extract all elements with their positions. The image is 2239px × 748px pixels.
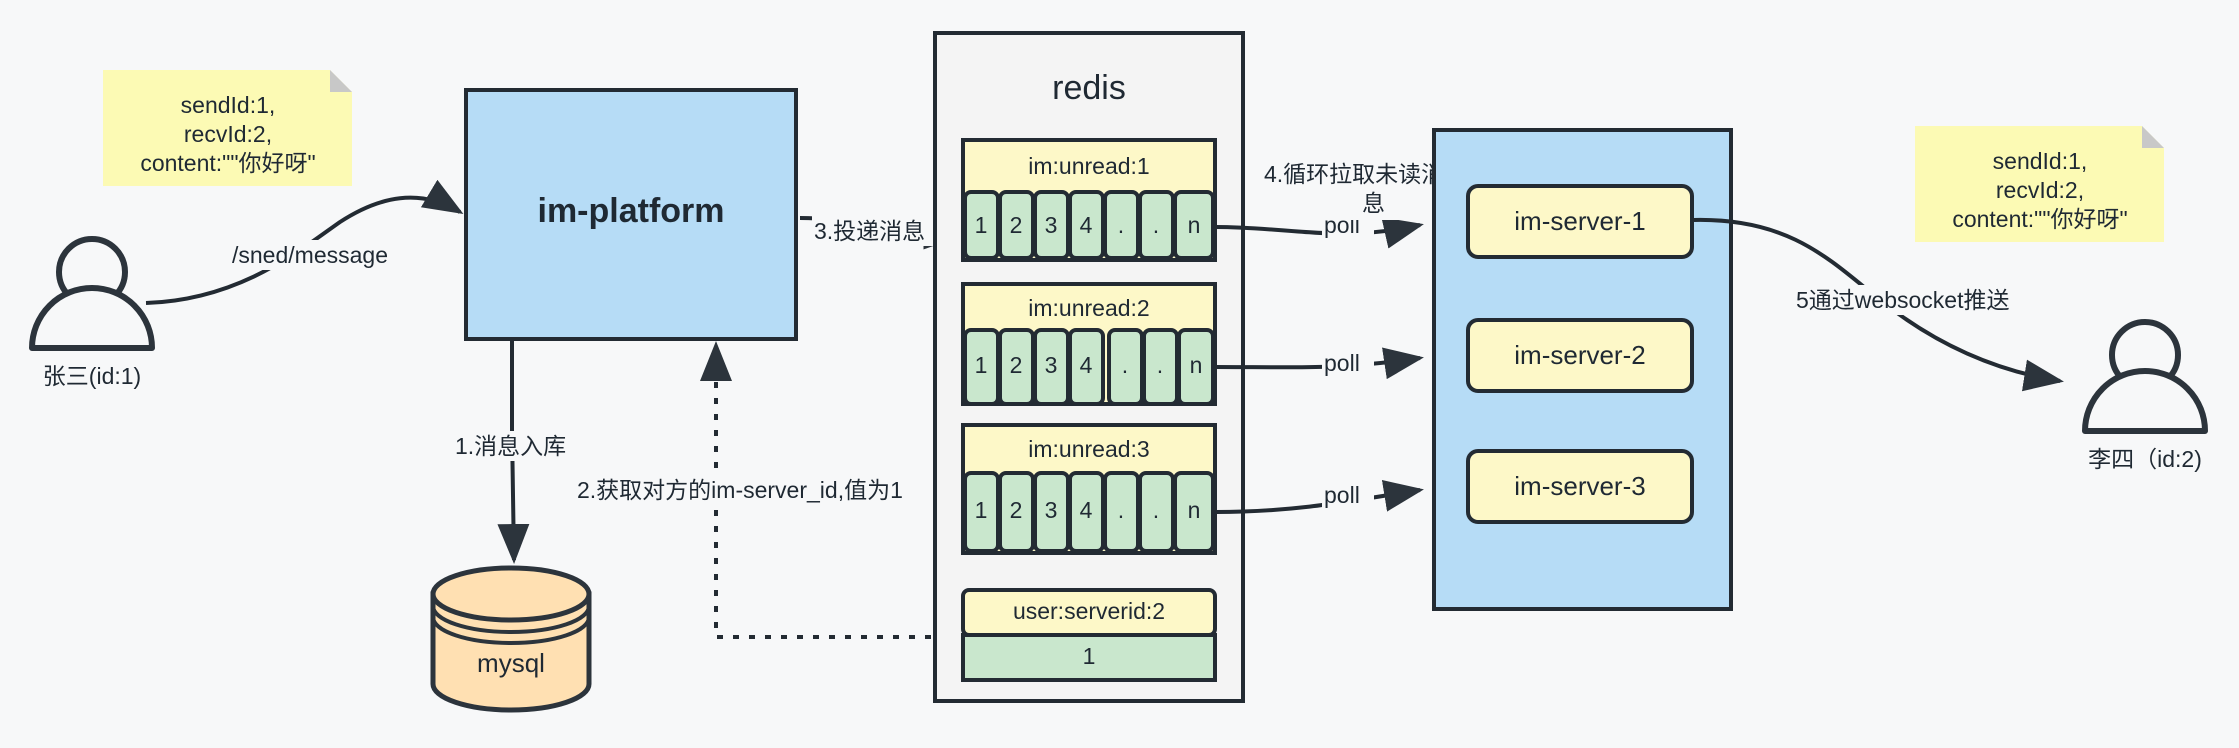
redis-cell-1-4: . bbox=[1122, 352, 1128, 378]
node-mysql[interactable]: mysql bbox=[430, 565, 592, 713]
redis-cell-0-3: 4 bbox=[1080, 212, 1093, 238]
actor-sender: 张三(id:1) bbox=[29, 236, 155, 389]
note-right-line-1: sendId:1, bbox=[1993, 148, 2088, 174]
redis-cells-1: 1 2 3 4 . . n bbox=[963, 328, 1215, 406]
redis-kv-header: user:serverid:2 bbox=[1013, 598, 1165, 624]
redis-cell-0-0: 1 bbox=[975, 212, 988, 238]
node-im-server-1[interactable]: im-server-1 bbox=[1466, 184, 1694, 259]
node-im-platform[interactable]: im-platform bbox=[464, 88, 798, 341]
redis-cell-1-5: . bbox=[1157, 352, 1163, 378]
actor-receiver: 李四（id:2) bbox=[2082, 319, 2208, 472]
edge-step3-label: 3.投递消息 bbox=[814, 218, 925, 244]
redis-cell-2-1: 2 bbox=[1010, 497, 1023, 523]
edge-poll-3-label: poll bbox=[1324, 482, 1360, 508]
node-im-server-3-label: im-server-3 bbox=[1514, 471, 1645, 501]
person-icon bbox=[29, 236, 155, 351]
edge-step2: 2.获取对方的im-server_id,值为1 bbox=[575, 341, 963, 639]
edge-poll-3: poll bbox=[1215, 479, 1424, 514]
note-left: sendId:1, recvId:2, content:""你好呀" bbox=[103, 70, 352, 186]
node-im-server-1-label: im-server-1 bbox=[1514, 206, 1645, 236]
redis-cell-0-5: . bbox=[1153, 212, 1159, 238]
actor-receiver-label: 李四（id:2) bbox=[2088, 446, 2202, 472]
redis-key-user-serverid[interactable]: user:serverid:2 1 bbox=[961, 588, 1217, 682]
redis-cell-2-0: 1 bbox=[975, 497, 988, 523]
node-im-platform-label: im-platform bbox=[538, 192, 725, 230]
node-redis-title: redis bbox=[1052, 69, 1126, 107]
redis-key-header-0: im:unread:1 bbox=[1028, 153, 1149, 179]
edge-send-message: /sned/message bbox=[145, 179, 464, 305]
edge-step4-label-line1: 4.循环拉取未读消 bbox=[1264, 161, 1444, 187]
redis-kv-value: 1 bbox=[1083, 643, 1096, 669]
note-right-line-2: recvId:2, bbox=[1996, 177, 2084, 203]
redis-cells-2: 1 2 3 4 . . n bbox=[963, 471, 1215, 553]
redis-cell-2-5: . bbox=[1153, 497, 1159, 523]
edge-step5: 5通过websocket推送 bbox=[1693, 217, 2064, 392]
note-left-line-2: recvId:2, bbox=[184, 121, 272, 147]
node-im-server-3[interactable]: im-server-3 bbox=[1466, 449, 1694, 524]
redis-cell-1-2: 3 bbox=[1045, 352, 1058, 378]
edge-step1-label: 1.消息入库 bbox=[455, 433, 566, 459]
redis-key-header-2: im:unread:3 bbox=[1028, 436, 1149, 462]
redis-key-header-1: im:unread:2 bbox=[1028, 295, 1149, 321]
redis-cell-0-1: 2 bbox=[1010, 212, 1023, 238]
edge-step5-label: 5通过websocket推送 bbox=[1796, 287, 2009, 313]
redis-key-im-unread-1[interactable]: im:unread:1 1 2 3 4 . . n bbox=[961, 138, 1217, 262]
redis-key-im-unread-3[interactable]: im:unread:3 1 2 3 4 . . n bbox=[961, 423, 1217, 555]
edge-send-message-label: /sned/message bbox=[232, 242, 388, 268]
redis-cell-2-6: n bbox=[1188, 497, 1201, 523]
node-im-server-2-label: im-server-2 bbox=[1514, 340, 1645, 370]
person-icon bbox=[2082, 319, 2208, 434]
node-im-server-2[interactable]: im-server-2 bbox=[1466, 318, 1694, 393]
node-mysql-label: mysql bbox=[477, 648, 545, 678]
redis-cell-2-2: 3 bbox=[1045, 497, 1058, 523]
edge-step1: 1.消息入库 bbox=[453, 341, 595, 564]
redis-cell-1-0: 1 bbox=[975, 352, 988, 378]
redis-cell-0-6: n bbox=[1188, 212, 1201, 238]
note-left-line-3: content:""你好呀" bbox=[140, 150, 315, 176]
note-right: sendId:1, recvId:2, content:""你好呀" bbox=[1915, 126, 2164, 242]
edge-poll-2: poll bbox=[1215, 347, 1424, 380]
redis-cell-2-4: . bbox=[1118, 497, 1124, 523]
redis-cells-0: 1 2 3 4 . . n bbox=[963, 190, 1215, 260]
note-right-line-3: content:""你好呀" bbox=[1952, 206, 2127, 232]
redis-cell-0-4: . bbox=[1118, 212, 1124, 238]
actor-sender-label: 张三(id:1) bbox=[43, 363, 141, 389]
note-left-line-1: sendId:1, bbox=[181, 92, 276, 118]
redis-cell-2-3: 4 bbox=[1080, 497, 1093, 523]
edge-poll-2-label: poll bbox=[1324, 350, 1360, 376]
redis-cell-1-6: n bbox=[1190, 352, 1203, 378]
redis-cell-0-2: 3 bbox=[1045, 212, 1058, 238]
redis-key-im-unread-2[interactable]: im:unread:2 1 2 3 4 . . n bbox=[961, 282, 1217, 406]
edge-step2-label: 2.获取对方的im-server_id,值为1 bbox=[577, 477, 903, 503]
redis-cell-1-1: 2 bbox=[1010, 352, 1023, 378]
redis-cell-1-3: 4 bbox=[1080, 352, 1093, 378]
edge-step4-label-line2: 息 bbox=[1362, 190, 1385, 216]
